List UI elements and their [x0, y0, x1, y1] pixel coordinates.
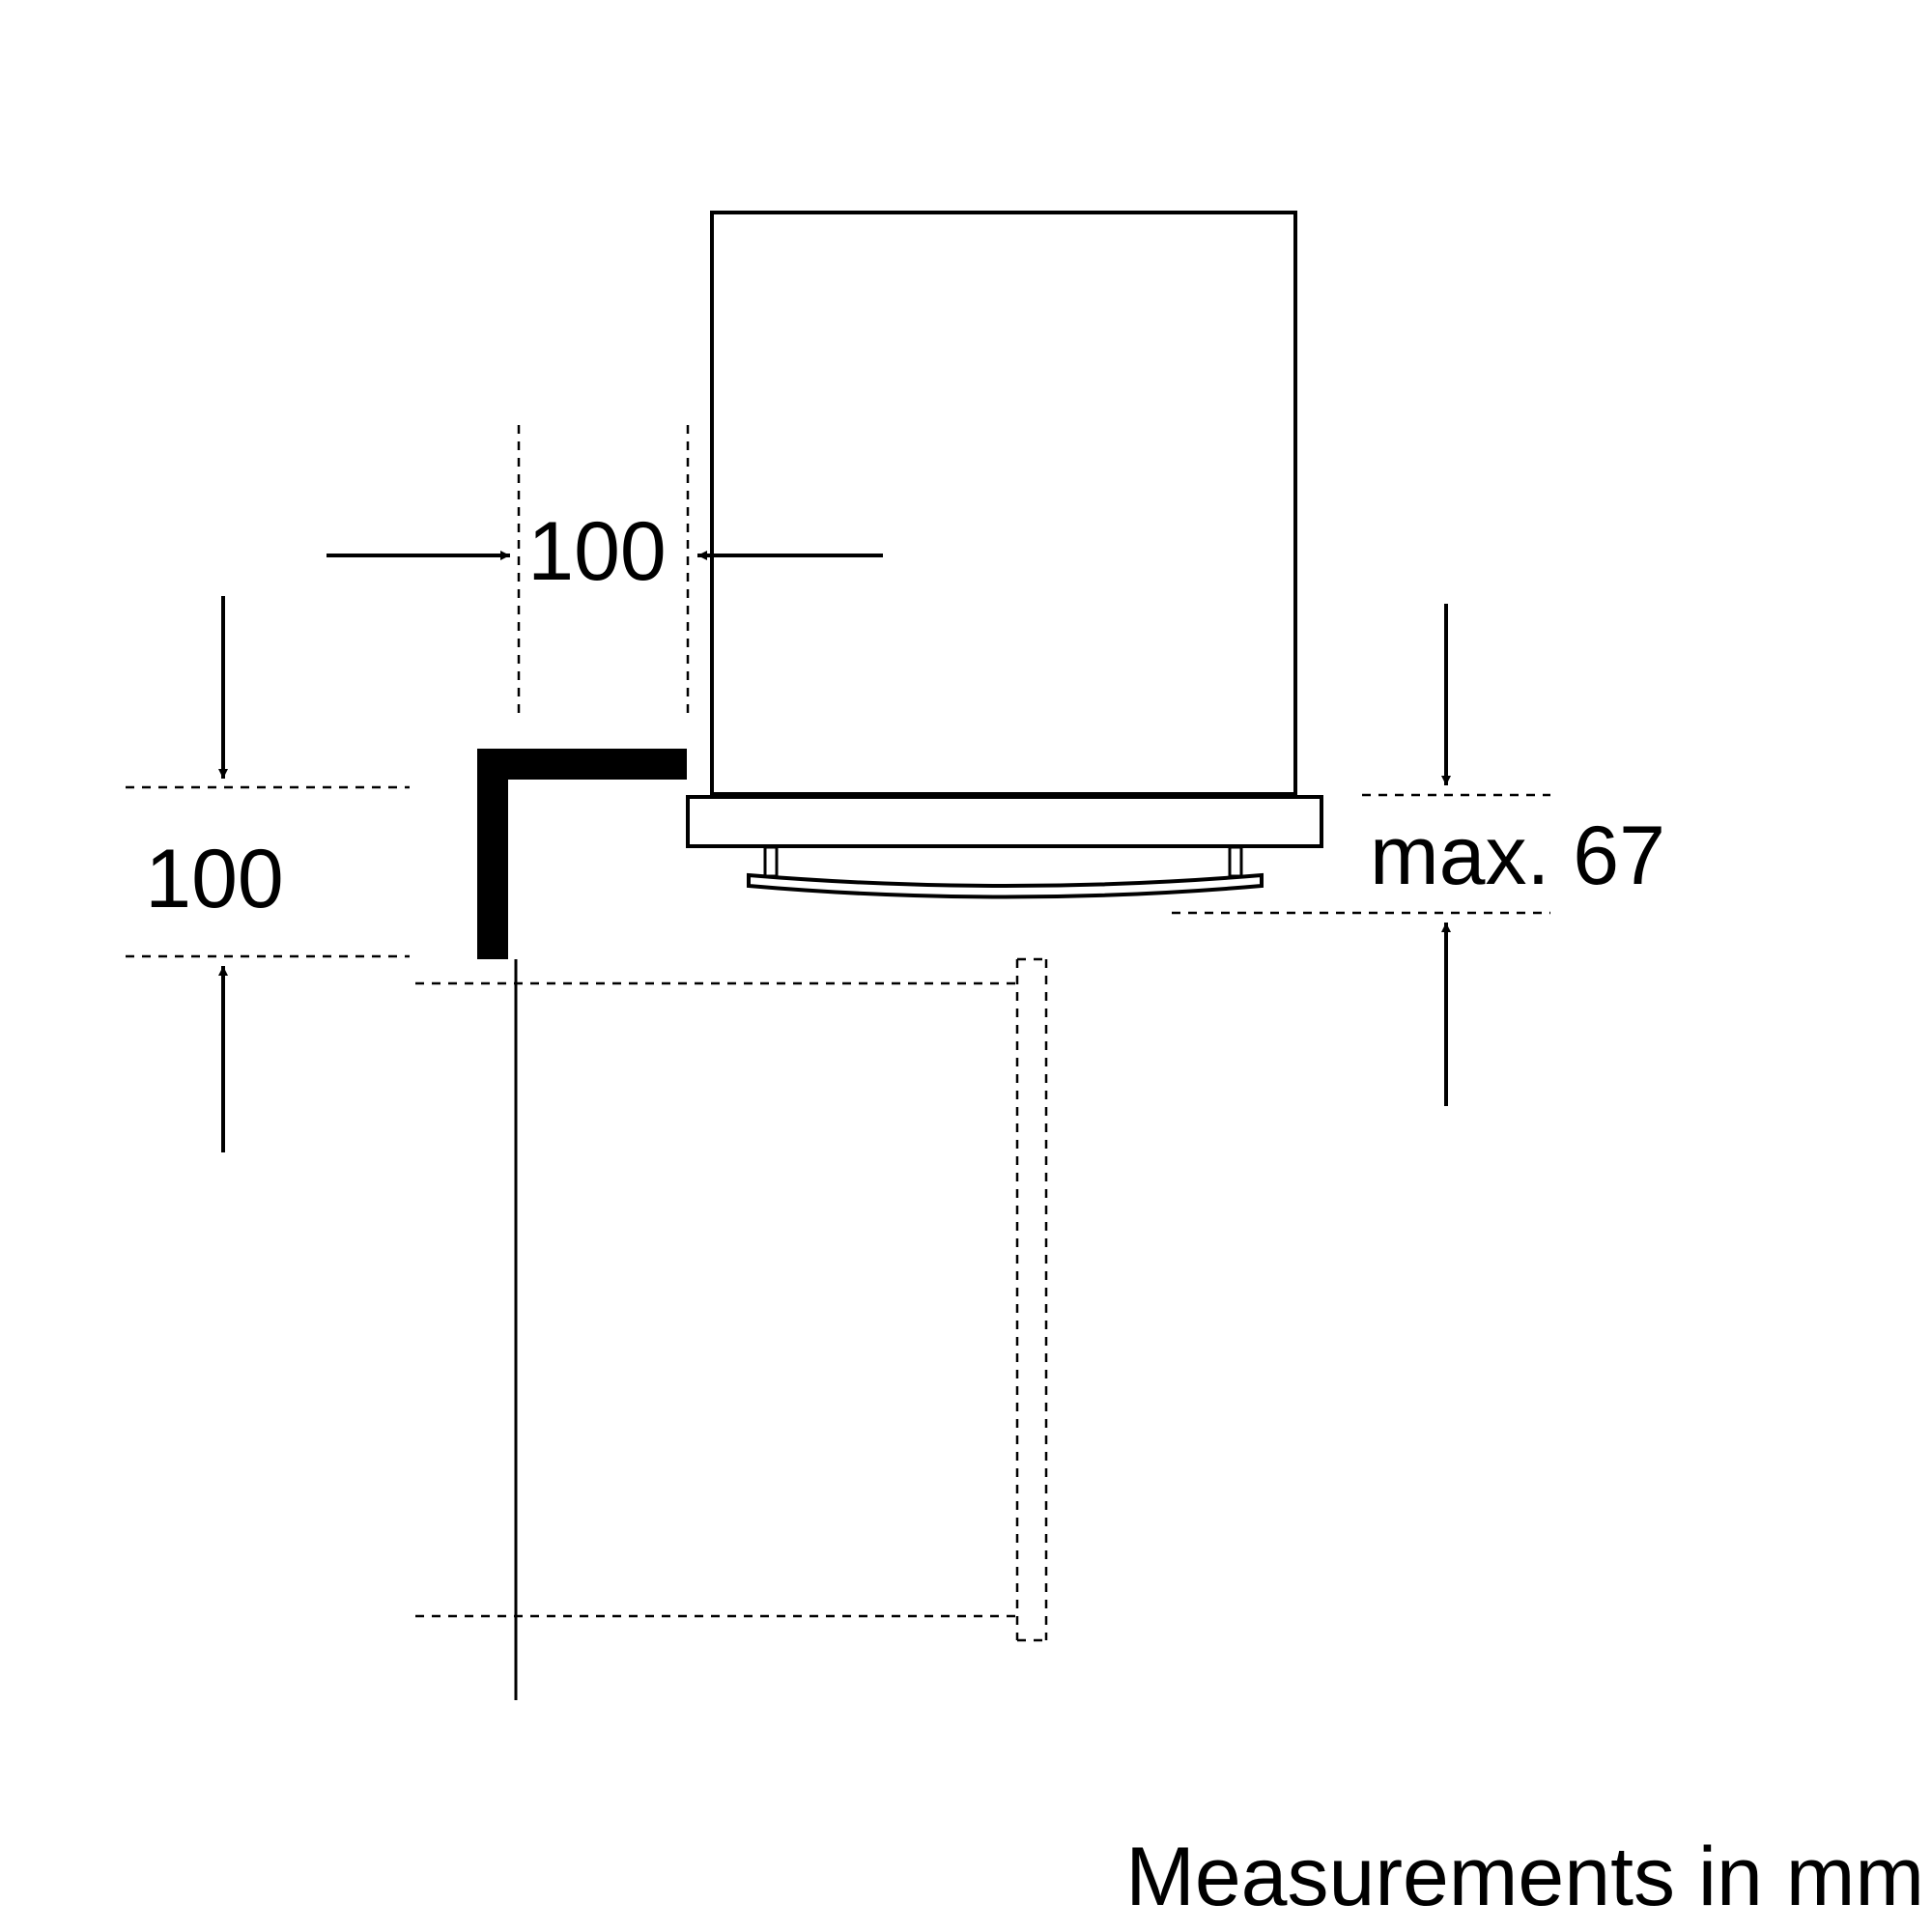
vertical-clearance-label: 100	[145, 833, 284, 925]
appliance-body	[710, 211, 1297, 796]
max-height-dimension: max. 67	[1172, 604, 1665, 1106]
horizontal-clearance-label: 100	[527, 505, 667, 598]
appliance-front-panel	[686, 795, 1323, 848]
wall-corner-bracket	[477, 749, 687, 959]
handle-bar	[747, 872, 1264, 899]
handle-post-left	[763, 845, 779, 878]
units-note: Measurements in mm	[1125, 1831, 1924, 1923]
handle-post-right	[1228, 845, 1243, 878]
vertical-clearance-dimension: 100	[126, 596, 410, 1152]
max-height-label: max. 67	[1370, 810, 1665, 902]
lower-unit-outline	[415, 957, 1048, 1642]
horizontal-clearance-dimension: 100	[327, 425, 883, 715]
